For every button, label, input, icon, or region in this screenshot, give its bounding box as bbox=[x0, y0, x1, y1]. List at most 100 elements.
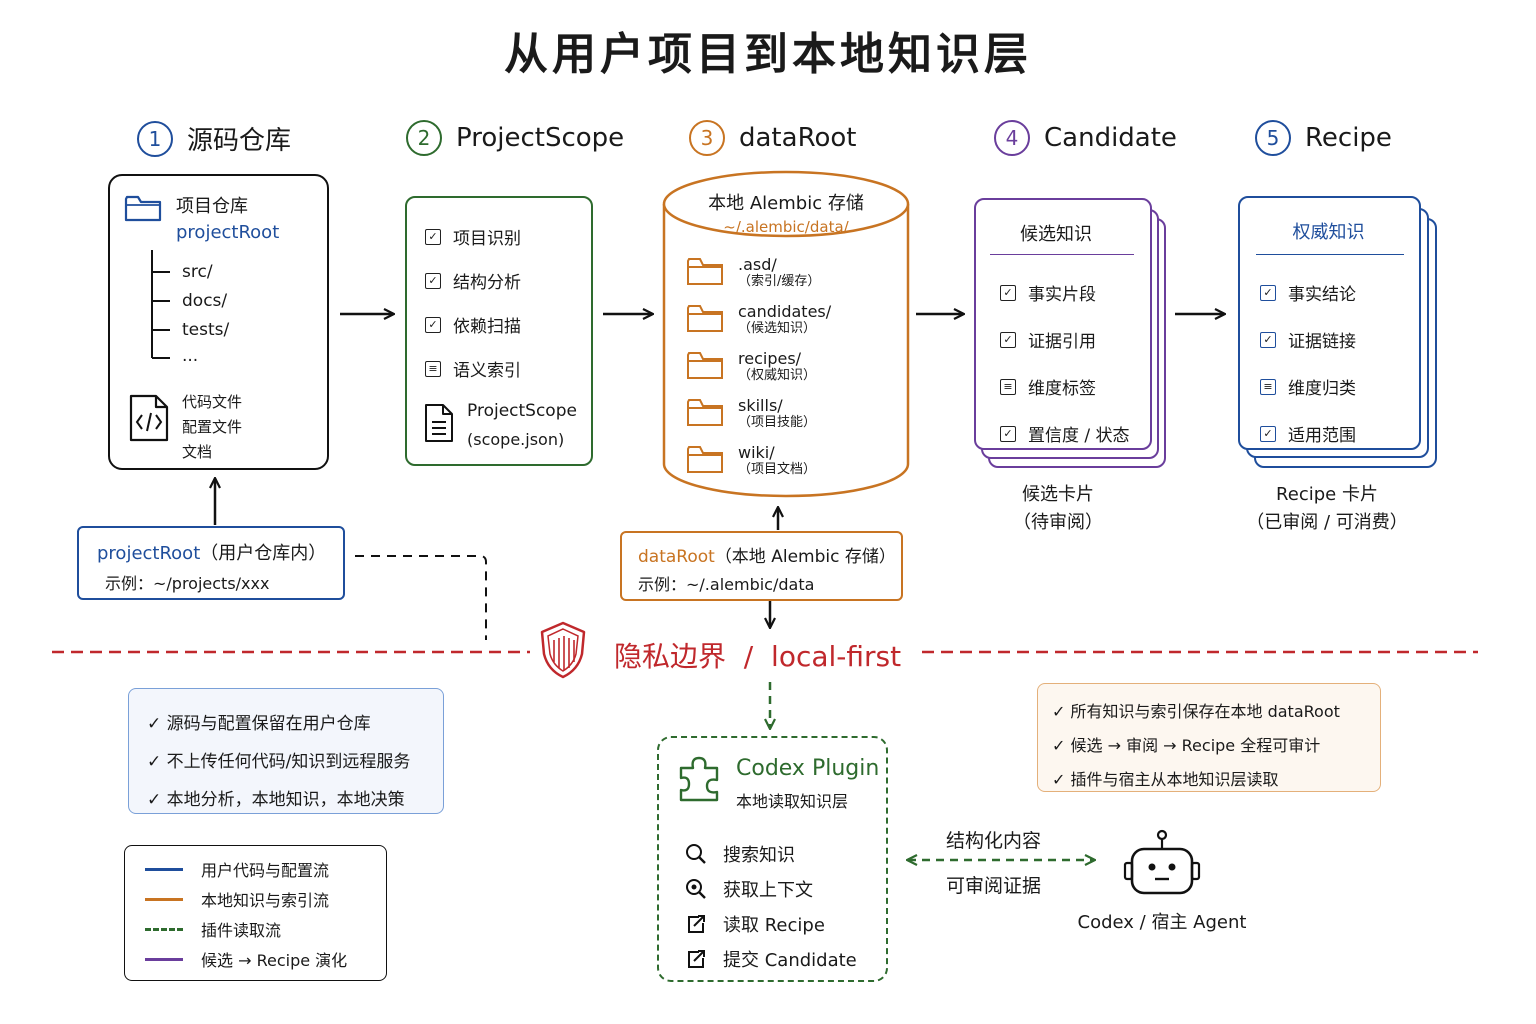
plugin-box: Codex Plugin 本地读取知识层 搜索知识 获取上下文 读取 Recip… bbox=[657, 736, 888, 982]
shield-icon bbox=[540, 621, 586, 679]
privacy-item: ✓ 本地分析，本地知识，本地决策 bbox=[147, 790, 405, 810]
tree-item: docs/ bbox=[182, 291, 228, 311]
folder-list: .asd/（索引/缓存） candidates/（候选知识） recipes/（… bbox=[686, 256, 831, 491]
recipe-item: ✓适用范围 bbox=[1260, 421, 1356, 446]
candidate-box: 候选知识 ✓事实片段 ✓证据引用 ≡维度标签 ✓置信度 / 状态 bbox=[974, 198, 1152, 450]
step-number: 3 bbox=[689, 120, 725, 156]
scope-item: ✓ 项目识别 bbox=[425, 224, 521, 249]
candidate-item: ✓ 证据引用 bbox=[1000, 327, 1130, 352]
folder-desc: （索引/缓存） bbox=[738, 274, 821, 289]
recipe-item: ✓证据链接 bbox=[1260, 327, 1356, 352]
plugin-action: 读取 Recipe bbox=[685, 906, 857, 941]
data-cylinder bbox=[662, 170, 910, 498]
legend-label: 用户代码与配置流 bbox=[201, 861, 330, 880]
data-root-box: dataRoot（本地 Alembic 存储） 示例：~/.alembic/da… bbox=[620, 531, 903, 601]
file-type: 文档 bbox=[182, 443, 213, 461]
read-icon bbox=[688, 914, 705, 933]
candidate-item: ✓ 置信度 / 状态 bbox=[1000, 421, 1130, 446]
privacy-text: 所有知识与索引保存在本地 dataRoot bbox=[1070, 702, 1340, 721]
agent-label: Codex / 宿主 Agent bbox=[1077, 912, 1247, 933]
list-icon: ≡ bbox=[425, 360, 441, 377]
legend: 用户代码与配置流 本地知识与索引流 插件读取流 候选 → Recipe 演化 bbox=[124, 845, 387, 981]
scope-item-label: 结构分析 bbox=[453, 273, 521, 293]
checkbox-icon: ✓ bbox=[1260, 425, 1276, 442]
plugin-subtitle: 本地读取知识层 bbox=[736, 792, 849, 811]
legend-line bbox=[145, 897, 183, 901]
folder-icon bbox=[687, 446, 723, 473]
checkbox-icon: ✓ bbox=[1000, 425, 1016, 442]
recipe-item: ✓事实结论 bbox=[1260, 280, 1356, 305]
privacy-item: ✓ 候选 → 审阅 → Recipe 全程可审计 bbox=[1052, 736, 1321, 755]
checkbox-icon: ✓ bbox=[1000, 331, 1016, 348]
project-root-box: projectRoot（用户仓库内） 示例：~/projects/xxx bbox=[77, 526, 345, 600]
folder-desc: （项目文档） bbox=[738, 462, 817, 477]
checkbox-icon: ✓ bbox=[1000, 284, 1016, 301]
scope-item: ✓ 结构分析 bbox=[425, 268, 521, 293]
privacy-text: 本地分析，本地知识，本地决策 bbox=[166, 790, 405, 810]
checkbox-icon: ✓ bbox=[425, 228, 441, 245]
privacy-text: 候选 → 审阅 → Recipe 全程可审计 bbox=[1070, 736, 1321, 755]
caption-line: Recipe 卡片 bbox=[1276, 484, 1378, 505]
privacy-left-list: ✓ 源码与配置保留在用户仓库 ✓ 不上传任何代码/知识到远程服务 ✓ 本地分析，… bbox=[147, 703, 410, 823]
divider bbox=[990, 254, 1134, 255]
legend-label: 本地知识与索引流 bbox=[201, 891, 330, 910]
candidate-caption: 候选卡片 （待审阅） bbox=[968, 481, 1148, 537]
candidate-item-label: 证据引用 bbox=[1028, 332, 1096, 352]
caption-line: （待审阅） bbox=[1013, 512, 1103, 533]
folder-item: candidates/（候选知识） bbox=[686, 303, 831, 350]
tree-item: ... bbox=[182, 346, 199, 366]
legend-item: 候选 → Recipe 演化 bbox=[145, 944, 347, 974]
candidate-item-label: 置信度 / 状态 bbox=[1028, 426, 1130, 446]
cylinder-path: ~/.alembic/data/ bbox=[723, 218, 849, 236]
folder-item: .asd/（索引/缓存） bbox=[686, 256, 831, 303]
step-5-header: 5 Recipe bbox=[1255, 120, 1392, 156]
folder-icon bbox=[687, 305, 723, 332]
data-root-example: 示例：~/.alembic/data bbox=[638, 575, 815, 594]
privacy-text: 不上传任何代码/知识到远程服务 bbox=[166, 752, 411, 772]
repo-box: 项目仓库 projectRoot src/ docs/ tests/ ... 代… bbox=[108, 174, 329, 470]
checkbox-icon: ✓ bbox=[425, 272, 441, 289]
dashed-projectroot-link bbox=[355, 555, 487, 640]
repo-root-label: projectRoot bbox=[176, 222, 280, 243]
step-2-header: 2 ProjectScope bbox=[406, 120, 624, 156]
candidate-item-label: 事实片段 bbox=[1028, 285, 1096, 305]
code-file-icon bbox=[129, 394, 169, 442]
folder-name: recipes/ bbox=[738, 349, 802, 368]
context-search-icon bbox=[686, 878, 706, 899]
plugin-title: Codex Plugin bbox=[736, 756, 880, 781]
folder-item: wiki/（项目文档） bbox=[686, 444, 831, 491]
file-type: 代码文件 bbox=[182, 393, 243, 411]
boundary-label: 隐私边界 / local-first bbox=[614, 640, 902, 673]
file-type: 配置文件 bbox=[182, 418, 243, 436]
folder-name: candidates/ bbox=[738, 302, 832, 321]
checkbox-icon: ✓ bbox=[425, 316, 441, 333]
legend-label: 插件读取流 bbox=[201, 921, 282, 940]
project-root-example: 示例：~/projects/xxx bbox=[105, 574, 270, 593]
plugin-action-label: 获取上下文 bbox=[723, 879, 813, 901]
recipe-list: ✓事实结论 ✓证据链接 ≡维度归类 ✓适用范围 bbox=[1260, 280, 1356, 468]
recipe-title: 权威知识 bbox=[1292, 222, 1365, 243]
project-root-title: projectRoot bbox=[97, 543, 201, 564]
folder-name: wiki/ bbox=[738, 443, 775, 462]
folder-name: skills/ bbox=[738, 396, 783, 415]
privacy-item: ✓ 不上传任何代码/知识到远程服务 bbox=[147, 752, 411, 772]
recipe-item-label: 事实结论 bbox=[1288, 285, 1356, 305]
step-number: 4 bbox=[994, 120, 1030, 156]
tree-lines bbox=[151, 250, 170, 359]
caption-line: （已审阅 / 可消费） bbox=[1246, 512, 1408, 533]
scope-item: ≡语义索引 bbox=[425, 356, 521, 381]
data-root-title: dataRoot bbox=[638, 547, 715, 567]
scope-item: ✓ 依赖扫描 bbox=[425, 312, 521, 337]
step-number: 5 bbox=[1255, 120, 1291, 156]
scope-item-label: 项目识别 bbox=[453, 229, 521, 249]
candidate-item: ✓ 事实片段 bbox=[1000, 280, 1130, 305]
puzzle-icon bbox=[679, 756, 719, 802]
scope-list: ✓ 项目识别 ✓ 结构分析 ✓ 依赖扫描 ≡语义索引 bbox=[425, 224, 521, 400]
plugin-action-label: 读取 Recipe bbox=[723, 914, 825, 936]
legend-line bbox=[145, 957, 183, 961]
scope-item-label: 依赖扫描 bbox=[453, 317, 521, 337]
search-icon bbox=[686, 843, 706, 864]
folder-desc: （权威知识） bbox=[738, 368, 817, 383]
recipe-item: ≡维度归类 bbox=[1260, 374, 1356, 399]
folder-name: .asd/ bbox=[738, 255, 777, 274]
